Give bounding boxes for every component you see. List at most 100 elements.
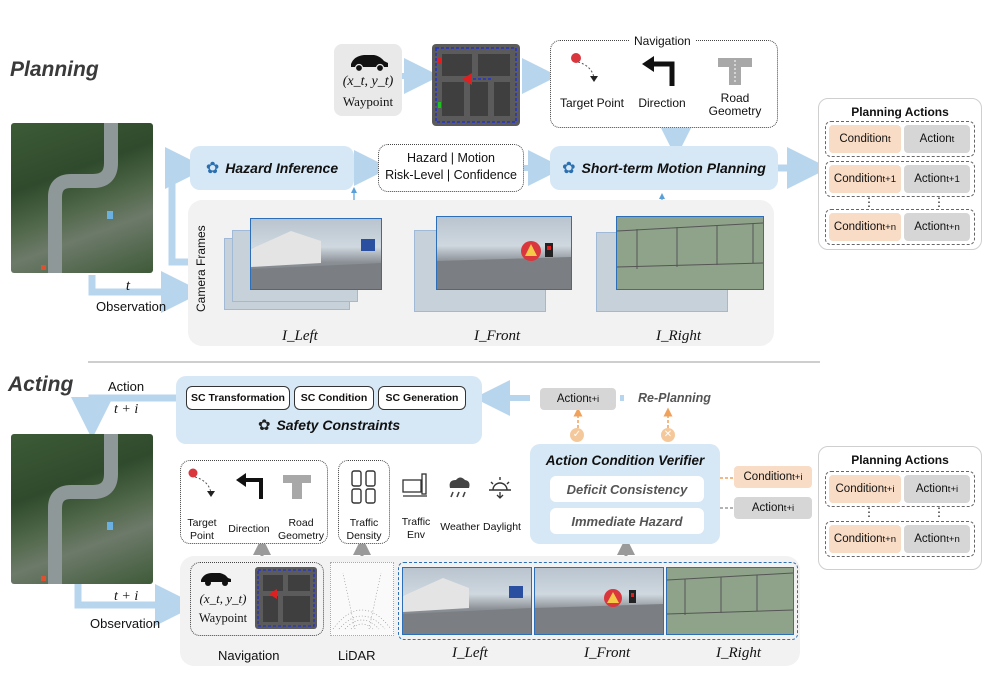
hazard-inference-label: Hazard Inference — [225, 160, 339, 176]
warning-icon — [607, 592, 619, 603]
cam-label-front-bottom: I_Front — [584, 645, 631, 661]
hazard-inference-box: ✿ Hazard Inference — [190, 146, 354, 190]
traffic-density-label: Traffic Density — [346, 517, 382, 542]
road-geometry-icon — [283, 475, 311, 499]
time-action-label: t + i — [114, 402, 139, 417]
target-point-icon — [188, 468, 215, 497]
navigation-box-bottom: Target Point Direction Road Geometry — [180, 460, 328, 544]
safety-constraints-box: SC Transformation SC Condition SC Genera… — [176, 376, 482, 444]
traffic-icon — [351, 470, 376, 504]
cam-front-bottom — [534, 567, 664, 635]
pa-bottom-ellipsis-1: ⋮ — [863, 505, 875, 519]
navigation-title-top: Navigation — [630, 34, 695, 48]
cam-left-bottom — [402, 567, 532, 635]
cross-icon: ✕ — [661, 428, 675, 442]
waypoint-coord-bottom: (x_t, y_t) — [199, 591, 247, 606]
turn-left-icon — [642, 56, 675, 86]
cam-label-right-bottom: I_Right — [716, 645, 761, 661]
safety-constraints-label: Safety Constraints — [276, 417, 401, 433]
waypoint-label-bottom: Waypoint — [198, 611, 248, 625]
route-map-bottom — [255, 567, 317, 629]
verifier-deficit-consistency: Deficit Consistency — [550, 476, 704, 502]
hazard-info-line1: Hazard | Motion — [406, 151, 495, 165]
car-icon — [201, 573, 231, 586]
openai-logo-icon: ✿ — [205, 160, 220, 177]
env-daylight: Daylight — [483, 521, 521, 533]
waypoint-box-top: (x_t, y_t) Waypoint — [334, 44, 402, 116]
arrow-sc-to-action — [71, 394, 176, 439]
cam-label-left-top: I_Left — [282, 328, 318, 344]
hazard-info-box: Hazard | Motion Risk-Level | Confidence — [378, 144, 524, 192]
road-geometry-icon — [718, 58, 752, 85]
cam-label-right-top: I_Right — [656, 328, 701, 344]
hazard-info-line2: Risk-Level | Confidence — [385, 168, 517, 182]
nav-road-geometry-top: Road Geometry — [708, 91, 762, 118]
openai-logo-icon: ✿ — [257, 417, 271, 434]
planning-actions-bottom-title: Planning Actions — [851, 453, 949, 467]
sc-generation: SC Generation — [378, 386, 466, 410]
waypoint-label-top: Waypoint — [342, 94, 394, 109]
arrow-observation-bottom — [74, 583, 197, 626]
openai-logo-icon: ✿ — [562, 160, 576, 177]
time-obs-label: t + i — [114, 589, 139, 604]
waypoint-coord-top: (x_t, y_t) — [342, 74, 394, 89]
motion-planning-box: ✿ Short-term Motion Planning — [550, 146, 778, 190]
warning-icon — [525, 244, 537, 256]
sc-transformation: SC Transformation — [186, 386, 290, 410]
traffic-density-box: Traffic Density — [338, 460, 390, 544]
nav-target-point-bottom: Target Point — [187, 517, 217, 542]
cam-front-top — [436, 216, 572, 290]
traffic-env-icon — [402, 473, 427, 497]
lidar-image — [330, 562, 394, 636]
nav-direction-bottom: Direction — [228, 523, 270, 535]
acting-title: Acting — [8, 373, 74, 396]
daylight-icon — [489, 477, 511, 499]
turn-left-icon — [236, 473, 263, 499]
time-label-t: t — [125, 278, 131, 294]
arrow-observation-to-camera — [88, 271, 203, 313]
replanning-label: Re-Planning — [638, 391, 711, 405]
route-map-top — [432, 44, 520, 126]
camera-strip-bottom — [398, 562, 798, 640]
verifier-immediate-hazard: Immediate Hazard — [550, 508, 704, 534]
sc-condition: SC Condition — [294, 386, 374, 410]
cam-right-top — [616, 216, 764, 290]
action-label-acting: Action — [108, 379, 145, 394]
car-icon — [351, 55, 388, 72]
verifier-title: Action Condition Verifier — [545, 453, 705, 468]
pa-bottom-ellipsis-2: ⋮ — [933, 505, 945, 519]
cam-right-bottom — [666, 567, 794, 635]
env-weather: Weather — [440, 521, 480, 533]
nav-direction-top: Direction — [638, 96, 686, 110]
red-arrow-icon — [462, 73, 472, 85]
arrow-camera-to-hazard — [165, 147, 207, 266]
target-point-icon — [571, 53, 598, 82]
nav-road-geometry-bottom: Road Geometry — [277, 517, 325, 542]
observation-label-top: Observation — [96, 299, 167, 314]
observation-label-bottom: Observation — [90, 616, 161, 631]
satellite-image-top — [11, 123, 153, 273]
planning-title: Planning — [10, 58, 99, 81]
motion-planning-label: Short-term Motion Planning — [581, 160, 766, 176]
lidar-label: LiDAR — [338, 648, 376, 663]
nav-target-point-top: Target Point — [559, 96, 625, 110]
